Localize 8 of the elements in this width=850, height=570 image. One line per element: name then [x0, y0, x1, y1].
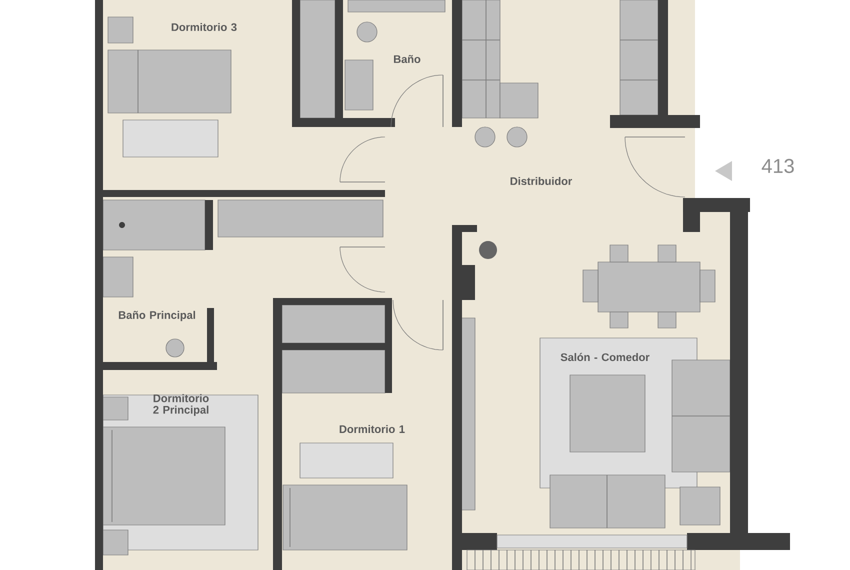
room-label: Dormitorio 3	[172, 22, 237, 32]
unit-number: 413	[762, 158, 794, 174]
room-label: Distribuidor	[510, 176, 572, 186]
room-label: Baño	[394, 55, 420, 64]
room-label: Salón - Comedor	[560, 352, 650, 362]
room-label: Dormitorio 1	[340, 424, 405, 434]
room-label: Dormitorio 2 Principal	[153, 394, 209, 416]
room-label: Baño Principal	[118, 310, 196, 322]
